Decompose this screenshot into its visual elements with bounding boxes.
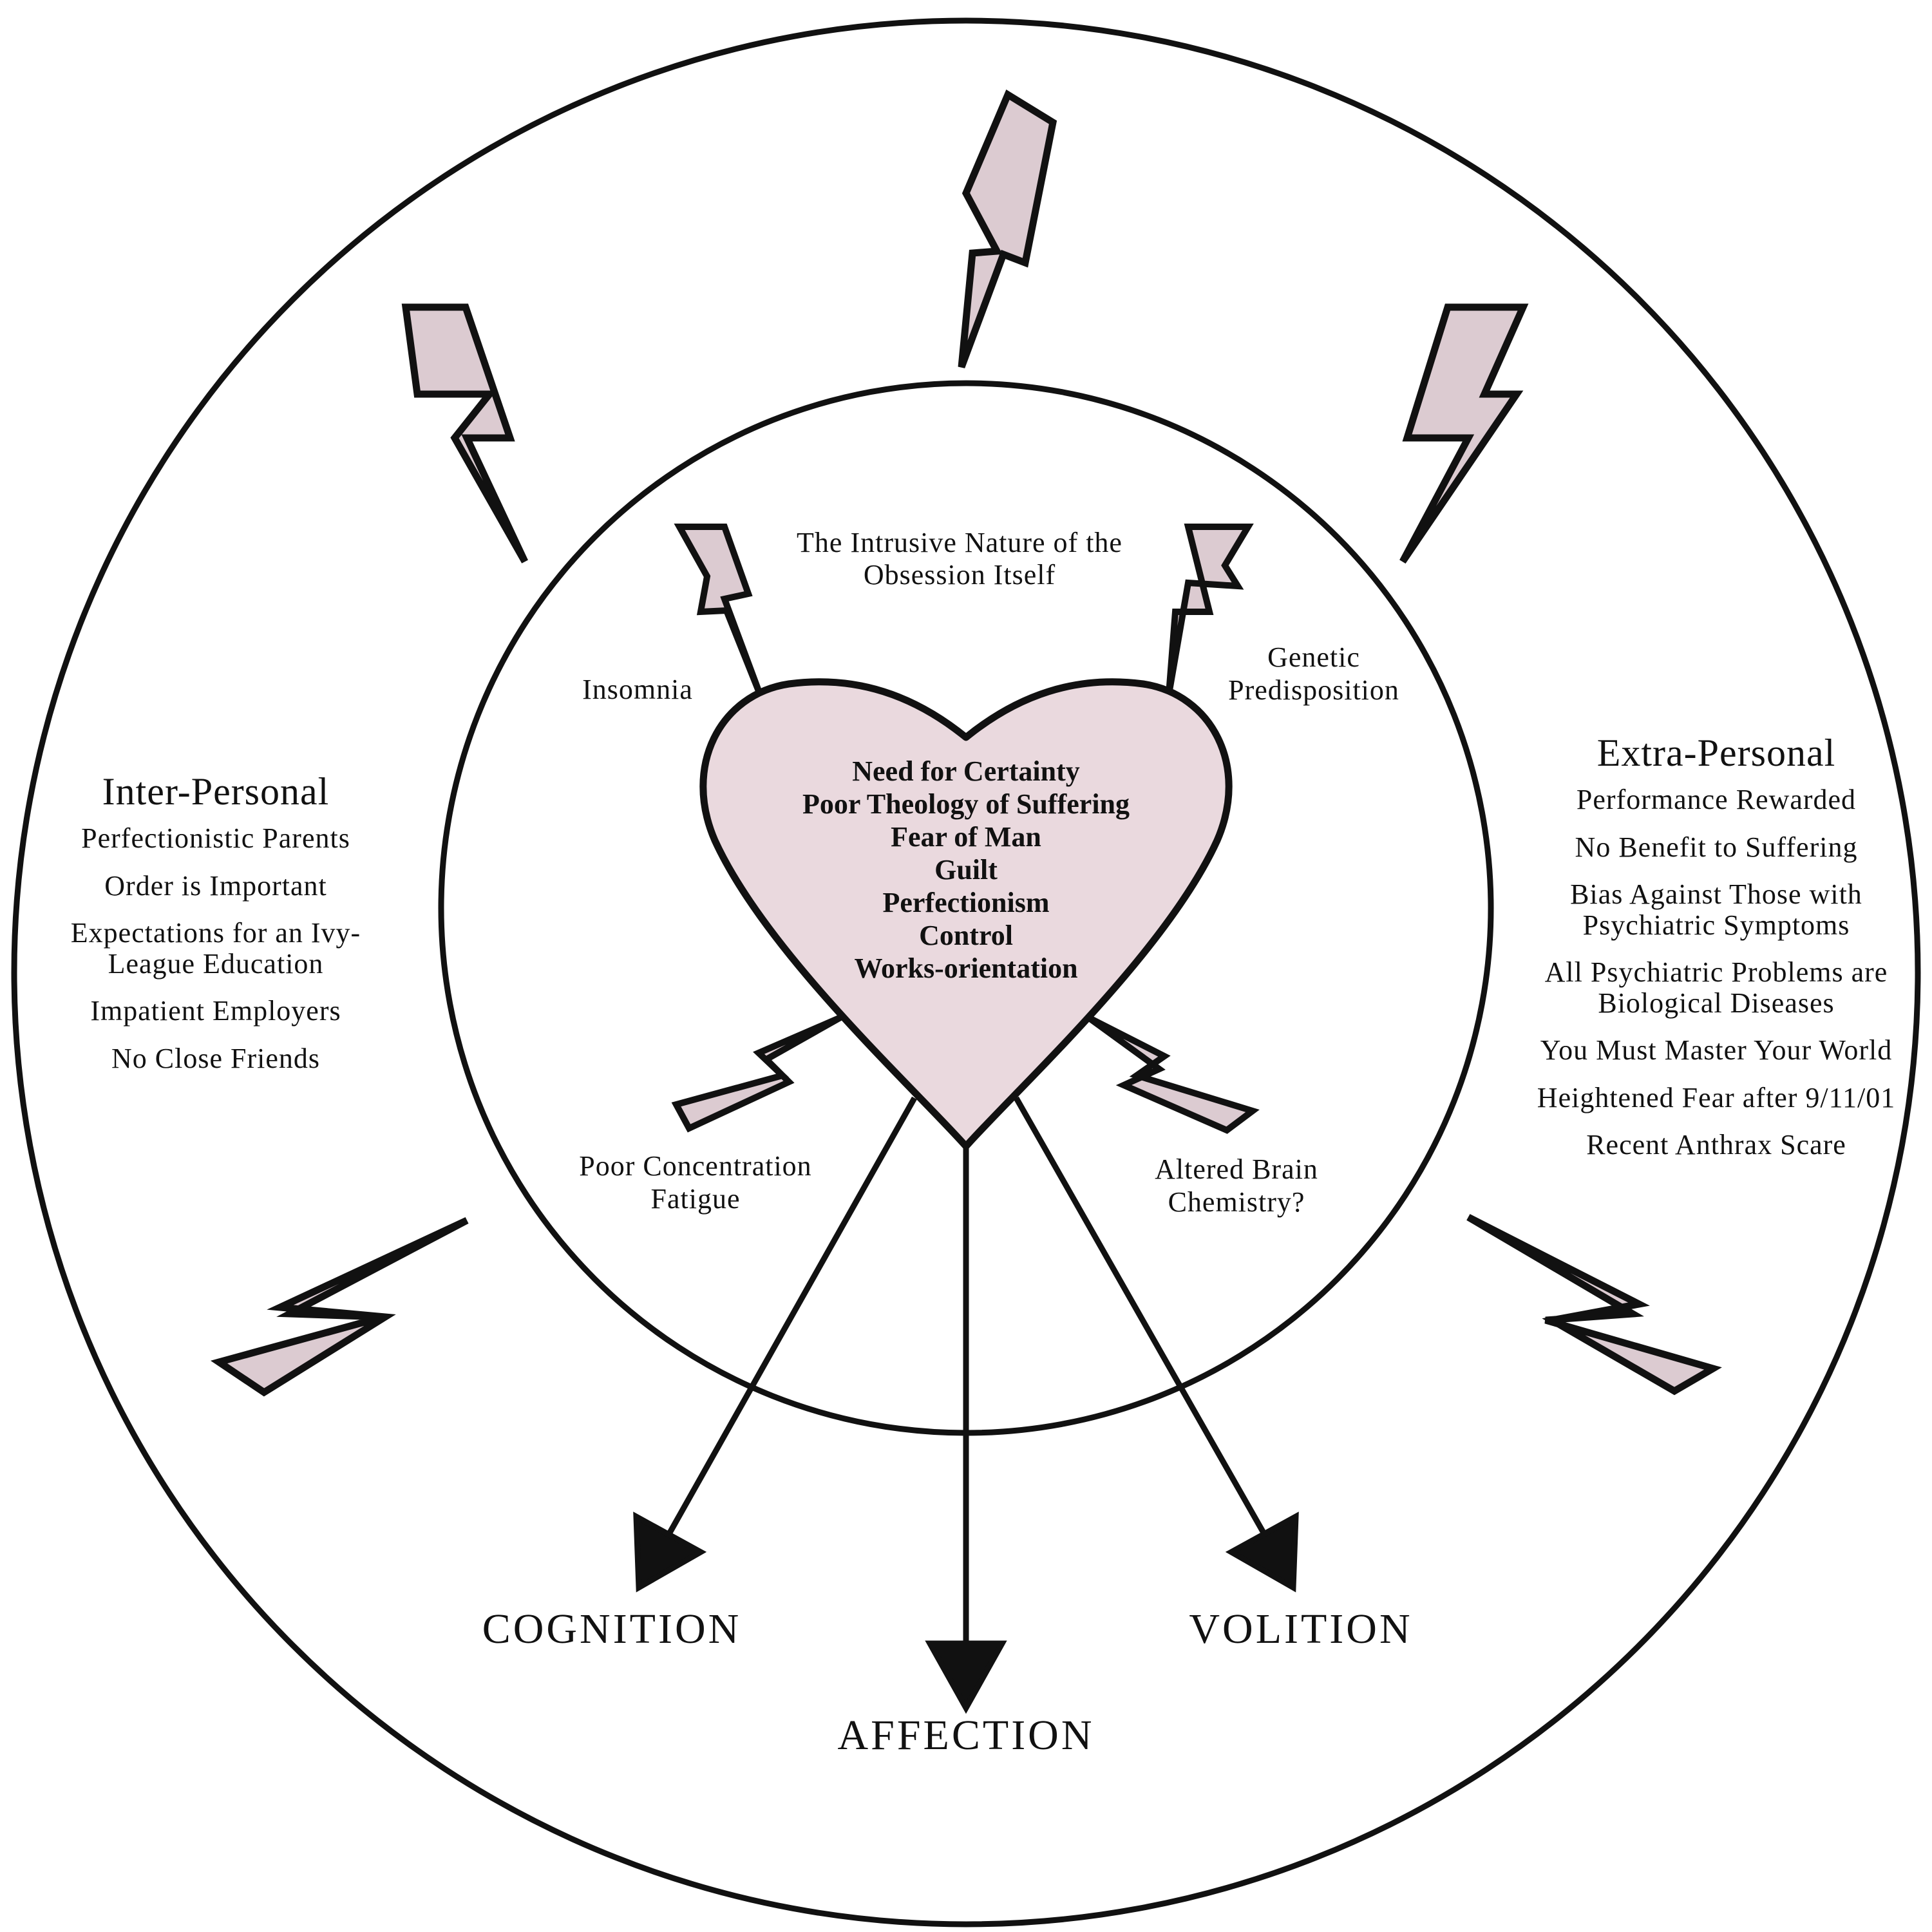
extra-personal-list: Performance Rewarded No Benefit to Suffer… bbox=[1501, 784, 1932, 1160]
arrow-cognition-line bbox=[667, 1096, 917, 1535]
label-volition: VOLITION bbox=[1189, 1605, 1413, 1653]
inter-personal-title: Inter-Personal bbox=[102, 770, 330, 813]
label-genetic-predisposition: Genetic Predisposition bbox=[1228, 641, 1399, 706]
label-affection: AFFECTION bbox=[837, 1712, 1095, 1759]
lightning-bolt-icon bbox=[1166, 524, 1254, 695]
extra-personal-item: Bias Against Those with Psychiatric Symp… bbox=[1570, 878, 1862, 941]
inter-personal-item: No Close Friends bbox=[111, 1042, 320, 1074]
lightning-bolt-icon bbox=[671, 1014, 842, 1133]
extra-personal-item: Performance Rewarded bbox=[1576, 784, 1857, 815]
lightning-bolt-icon bbox=[674, 524, 763, 696]
label-cognition: COGNITION bbox=[482, 1605, 742, 1653]
arrow-volition-line bbox=[1014, 1096, 1266, 1535]
heart-item: Works-orientation bbox=[854, 952, 1078, 984]
heart-item: Guilt bbox=[934, 854, 998, 886]
heart-shape bbox=[699, 678, 1233, 1150]
extra-personal-block: Extra-Personal Performance Rewarded No Be… bbox=[1501, 731, 1932, 1177]
lightning-bolt-icon bbox=[1086, 1014, 1260, 1134]
arrow-cognition-head bbox=[633, 1511, 707, 1593]
lightning-bolt-icon bbox=[210, 1217, 469, 1397]
label-insomnia: Insomnia bbox=[582, 674, 693, 705]
lightning-bolt-icon bbox=[958, 89, 1057, 368]
extra-personal-item: Recent Anthrax Scare bbox=[1586, 1129, 1846, 1161]
inter-personal-item: Order is Important bbox=[104, 869, 327, 902]
lightning-bolt-icon bbox=[401, 303, 528, 564]
inter-personal-item: Impatient Employers bbox=[90, 995, 341, 1027]
heart-item: Control bbox=[919, 920, 1013, 951]
inter-personal-item: Perfectionistic Parents bbox=[81, 822, 350, 854]
heart-item: Need for Certainty bbox=[852, 755, 1080, 787]
extra-personal-item: No Benefit to Suffering bbox=[1575, 831, 1858, 863]
heart-item: Perfectionism bbox=[882, 887, 1050, 918]
extra-personal-item: Heightened Fear after 9/11/01 bbox=[1537, 1081, 1896, 1113]
extra-personal-item: All Psychiatric Problems are Biological … bbox=[1544, 956, 1888, 1019]
extra-personal-item: You Must Master Your World bbox=[1540, 1034, 1893, 1066]
outer-circle bbox=[11, 17, 1921, 1927]
label-poor-concentration: Poor Concentration Fatigue bbox=[579, 1150, 812, 1215]
heart-item: Fear of Man bbox=[891, 821, 1041, 853]
extra-personal-title: Extra-Personal bbox=[1596, 732, 1836, 774]
heart-item: Poor Theology of Suffering bbox=[802, 788, 1130, 820]
lightning-bolt-icon bbox=[1466, 1214, 1722, 1396]
label-intrusive-nature: The Intrusive Nature of the Obsession It… bbox=[797, 527, 1122, 591]
inter-personal-item: Expectations for an Ivy-League Education bbox=[70, 917, 361, 980]
arrow-affection-head bbox=[925, 1640, 1007, 1714]
lightning-bolt-icon bbox=[1399, 303, 1529, 564]
label-altered-brain-chemistry: Altered Brain Chemistry? bbox=[1155, 1153, 1318, 1218]
arrow-volition-head bbox=[1225, 1511, 1299, 1593]
